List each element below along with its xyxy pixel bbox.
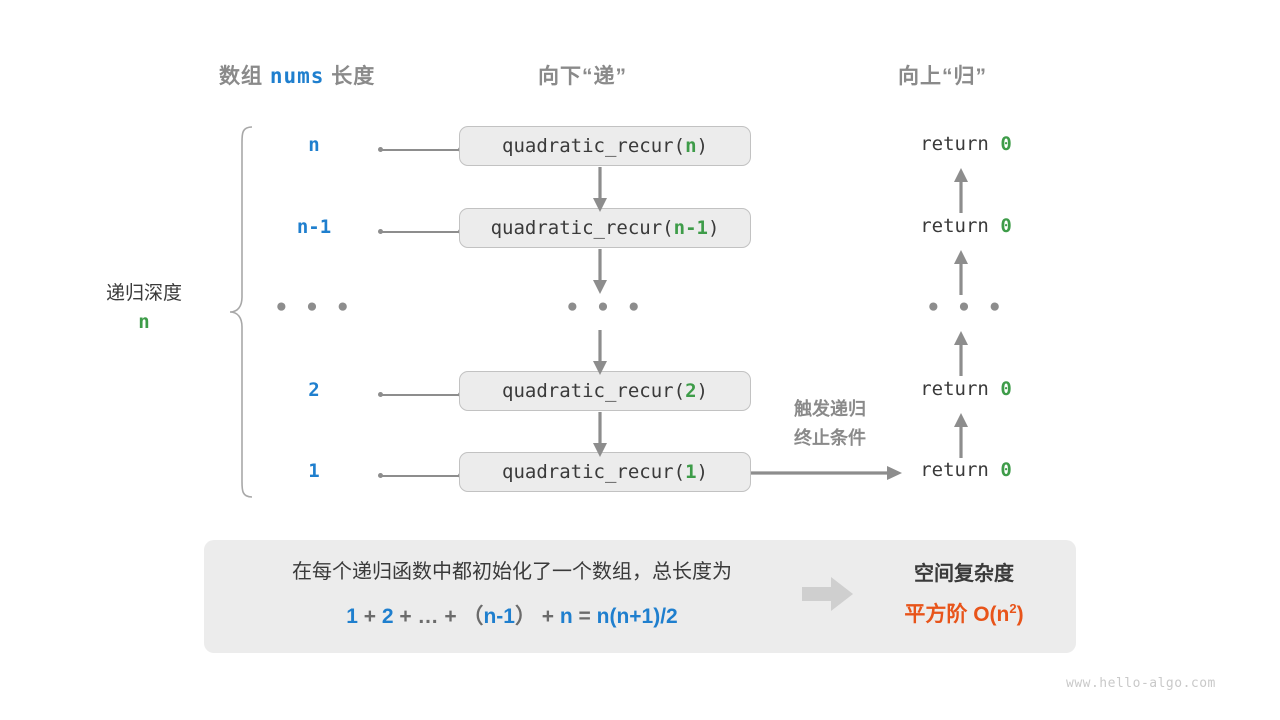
header-array-suffix: 长度 [331,65,376,88]
connector-stroke [381,149,461,151]
recursion-row: 1 quadratic_recur(1) return 0 [0,452,1280,495]
formula-term-5: n(n+1)/2 [596,605,678,628]
complexity-result: 空间复杂度 平方阶 O(n2) [864,557,1064,628]
ellipsis-middle: • • • [564,295,646,321]
descend-arrow-icon [593,167,607,212]
summary-panel: 在每个递归函数中都初始化了一个数组，总长度为 1 + 2 + … + （n-1）… [204,540,1076,653]
header-array-nums: nums [269,64,325,88]
connector-stroke [381,231,461,233]
call-arg: n [685,135,697,157]
call-arg: 1 [685,461,697,483]
call-suffix: ) [707,217,720,239]
array-length-label: 2 [308,379,320,401]
formula-op-4: = [572,605,597,628]
call-prefix: quadratic_recur( [502,461,686,483]
ascend-arrow-icon [954,168,968,213]
descend-arrow-icon [593,412,607,457]
formula-term-2: 2 [381,605,394,628]
formula-term-1: 1 [346,605,358,628]
return-statement: return 0 [880,133,1052,155]
complexity-value: 平方阶 O(n2) [864,598,1064,628]
descend-arrow-icon [593,330,607,375]
header-array-prefix: 数组 [219,65,263,88]
return-value: 0 [1000,378,1012,400]
return-statement: return 0 [880,378,1052,400]
termination-note-line2: 终止条件 [794,427,866,448]
connector-dot-left [378,392,383,397]
recursion-depth-label: 递归深度 n [92,279,196,338]
call-frame-box[interactable]: quadratic_recur(n) [459,126,751,166]
connector-stroke [381,475,461,477]
connector-line [378,392,464,397]
complexity-value-suffix: ) [1016,603,1024,626]
return-statement: return 0 [880,215,1052,237]
return-value: 0 [1000,215,1012,237]
complexity-value-prefix: 平方阶 O(n [904,603,1010,626]
return-value: 0 [1000,133,1012,155]
termination-condition-note: 触发递归 终止条件 [760,395,900,453]
connector-line [378,147,464,152]
recursion-row: n quadratic_recur(n) return 0 [0,126,1280,169]
connector-line [378,229,464,234]
ascend-arrow-icon [954,250,968,295]
recursion-row: 2 quadratic_recur(2) return 0 [0,371,1280,414]
call-frame-box[interactable]: quadratic_recur(1) [459,452,751,492]
summary-arrow-icon [802,577,853,611]
column-header-ascend: 向上“归” [898,65,987,88]
ascend-arrow-icon [954,413,968,458]
return-keyword: return [920,133,1001,155]
return-keyword: return [920,459,1001,481]
call-frame-box[interactable]: quadratic_recur(n-1) [459,208,751,248]
array-length-label: 1 [308,460,320,482]
array-length-label: n-1 [296,216,332,238]
connector-line [378,473,464,478]
descend-arrow-icon [593,249,607,294]
ellipsis-left: • • • [273,295,355,321]
complexity-title: 空间复杂度 [914,563,1014,585]
call-arg: n-1 [673,217,708,239]
formula-term-4: n [559,605,573,628]
base-case-arrow-icon [751,466,902,480]
call-arg: 2 [685,380,697,402]
column-header-array-length: 数组 nums 长度 [219,60,375,90]
depth-brace-icon [229,126,253,498]
summary-formula: 1 + 2 + … + （n-1） + n = n(n+1)/2 [232,600,792,630]
formula-op-2: + … + （ [393,605,484,628]
array-length-label: n [308,134,320,156]
watermark: www.hello-algo.com [1066,676,1216,691]
recursion-row: n-1 quadratic_recur(n-1) return 0 [0,208,1280,251]
connector-stroke [381,394,461,396]
return-statement: return 0 [880,459,1052,481]
return-value: 0 [1000,459,1012,481]
ascend-arrow-icon [954,331,968,376]
return-keyword: return [920,215,1001,237]
connector-dot-left [378,147,383,152]
call-prefix: quadratic_recur( [502,135,686,157]
connector-dot-left [378,229,383,234]
summary-description: 在每个递归函数中都初始化了一个数组，总长度为 [292,561,732,583]
termination-note-line1: 触发递归 [794,399,866,419]
call-prefix: quadratic_recur( [490,217,674,239]
call-suffix: ) [696,380,708,402]
call-suffix: ) [696,461,708,483]
recursion-depth-title: 递归深度 [105,283,182,304]
connector-dot-left [378,473,383,478]
return-keyword: return [920,378,1001,400]
column-header-descend: 向下“递” [538,65,627,88]
formula-op-3: ） + [514,605,560,628]
formula-op-1: + [357,605,382,628]
formula-term-3: n-1 [483,605,515,628]
complexity-exponent: 2 [1009,601,1017,616]
recursion-depth-value: n [138,311,150,334]
ellipsis-right: • • • [925,295,1007,321]
call-frame-box[interactable]: quadratic_recur(2) [459,371,751,411]
call-suffix: ) [696,135,708,157]
call-prefix: quadratic_recur( [502,380,686,402]
recursion-ellipsis-row: • • • • • • • • • [0,293,1280,333]
